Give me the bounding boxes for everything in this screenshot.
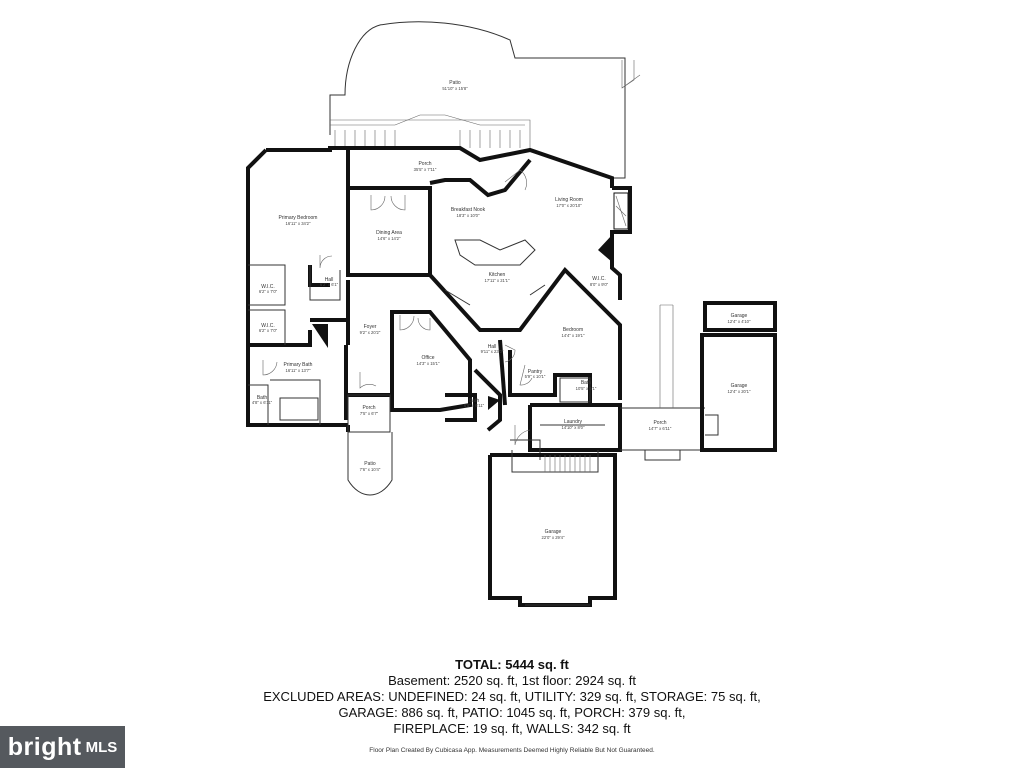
bright-mls-logo: bright MLS <box>0 726 125 768</box>
room-name-office: Office <box>422 355 435 361</box>
room-name-patio-top: Patio <box>449 80 461 86</box>
room-name-laundry: Laundry <box>564 419 583 425</box>
garage-main-outline <box>488 450 617 607</box>
room-dim-foyer: 9'2" x 20'2" <box>360 330 381 335</box>
room-dim-garage-small: 12'4" x 4'10" <box>728 319 751 324</box>
foyer-corner <box>312 324 328 348</box>
room-dim-laundry: 14'10" x 8'0" <box>562 425 585 430</box>
room-dim-pantry: 5'9" x 10'1" <box>525 374 546 379</box>
room-name-hall-b: Hall <box>488 344 497 350</box>
excluded-areas-line-1: EXCLUDED AREAS: UNDEFINED: 24 sq. ft, UT… <box>263 689 761 704</box>
room-dim-garage-right: 12'4" x 20'1" <box>728 389 751 394</box>
room-name-garage-small: Garage <box>731 313 748 319</box>
fireplace-hatch <box>615 195 627 227</box>
room-name-living-room: Living Room <box>555 197 583 203</box>
excluded-areas-line-2: GARAGE: 886 sq. ft, PATIO: 1045 sq. ft, … <box>338 705 686 720</box>
room-name-pantry: Pantry <box>528 369 543 375</box>
room-dim-patio-top: 51'10" x 15'8" <box>442 86 468 91</box>
room-dim-porch-top: 35'5" x 7'11" <box>414 167 437 172</box>
excluded-areas-line-3: FIREPLACE: 19 sq. ft, WALLS: 342 sq. ft <box>393 721 631 736</box>
room-dim-hall-a: 6'2" x 6'1" <box>320 282 339 287</box>
logo-suffix: MLS <box>85 738 118 756</box>
room-dim-dining-area: 14'6" x 14'2" <box>378 236 401 241</box>
room-name-wic-b: W.I.C. <box>261 323 275 329</box>
room-name-wic-a: W.I.C. <box>261 284 275 290</box>
room-labels: Patio 51'10" x 15'8" Porch 35'5" x 7'11"… <box>252 80 751 540</box>
room-dim-breakfast-nook: 18'3" x 10'0" <box>457 213 480 218</box>
total-area: TOTAL: 5444 sq. ft <box>455 657 569 672</box>
room-dim-living-room: 17'0" x 20'10" <box>556 203 582 208</box>
room-dim-office: 14'3" x 15'1" <box>417 361 440 366</box>
room-dim-porch-right: 14'7" x 6'11" <box>649 426 672 431</box>
room-dim-kitchen: 17'11" x 21'1" <box>485 278 510 283</box>
room-dim-wic-b: 6'2" x 7'0" <box>259 328 278 333</box>
room-name-breakfast-nook: Breakfast Nook <box>451 207 486 213</box>
room-name-foyer: Foyer <box>364 324 377 330</box>
floor-plan: Patio 51'10" x 15'8" Porch 35'5" x 7'11"… <box>246 21 777 607</box>
door-swings <box>262 169 533 446</box>
right-structures <box>620 301 777 461</box>
room-name-porch-front: Porch <box>362 405 375 411</box>
room-name-porch-top: Porch <box>418 161 431 167</box>
room-name-garage-right: Garage <box>731 383 748 389</box>
room-dim-primary-bedroom: 16'11" x 34'2" <box>286 221 311 226</box>
room-name-bedroom: Bedroom <box>563 327 583 333</box>
area-summary: TOTAL: 5444 sq. ft Basement: 2520 sq. ft… <box>0 657 1024 754</box>
room-dim-patio-front: 7'6" x 10'4" <box>360 467 381 472</box>
room-name-primary-bath: Primary Bath <box>284 362 313 368</box>
room-name-dining-area: Dining Area <box>376 230 402 236</box>
fireplace <box>613 192 629 230</box>
room-name-half-bath: Bath <box>469 398 480 404</box>
room-name-hall-a: Hall <box>325 277 334 283</box>
room-dim-half-bath: 6'6" x 6'11" <box>464 403 485 408</box>
room-name-porch-right: Porch <box>653 420 666 426</box>
room-dim-wic-a: 6'2" x 7'0" <box>259 289 278 294</box>
room-name-patio-front: Patio <box>364 461 376 467</box>
room-name-bath-mid: Bath <box>581 380 592 386</box>
floor-areas: Basement: 2520 sq. ft, 1st floor: 2924 s… <box>388 673 636 688</box>
logo-brand: bright <box>7 732 82 761</box>
room-dim-porch-front: 7'5" x 6'7" <box>360 411 379 416</box>
room-dim-hall-b: 9'11" x 23'0" <box>481 349 504 354</box>
room-name-primary-bedroom: Primary Bedroom <box>279 215 318 221</box>
room-dim-bath-left: 4'8" x 6'11" <box>252 400 273 405</box>
room-dim-wic-right: 8'0" x 9'0" <box>590 282 609 287</box>
room-dim-garage-main: 22'0" x 29'4" <box>542 535 565 540</box>
patio-top <box>329 21 641 179</box>
room-name-wic-right: W.I.C. <box>592 276 606 282</box>
room-name-garage-main: Garage <box>545 529 562 535</box>
front-porch-area <box>347 394 393 496</box>
room-name-bath-left: Bath <box>257 395 268 401</box>
room-dim-bedroom: 14'4" x 19'1" <box>562 333 585 338</box>
floor-plan-credit: Floor Plan Created By Cubicasa App. Meas… <box>369 747 655 754</box>
room-dim-bath-mid: 10'5" x 5'1" <box>576 386 597 391</box>
wall-corner <box>598 235 612 262</box>
exterior-walls <box>246 146 632 452</box>
hall-corner <box>488 396 500 410</box>
room-name-kitchen: Kitchen <box>489 272 506 278</box>
room-dim-primary-bath: 16'11" x 13'7" <box>286 368 311 373</box>
